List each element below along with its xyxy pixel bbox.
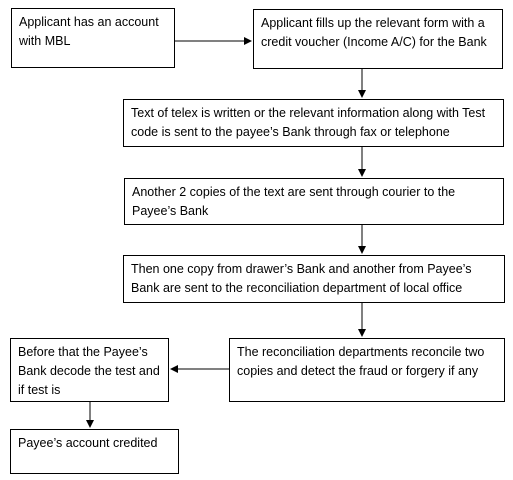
node-telex-text: Text of telex is written or the relevant… bbox=[131, 106, 486, 139]
node-decode-text: Before that the Payee’s Bank decode the … bbox=[18, 345, 160, 397]
node-form-text: Applicant fills up the relevant form wit… bbox=[261, 16, 487, 49]
node-copies-text: Another 2 copies of the text are sent th… bbox=[132, 185, 456, 218]
node-credited-text: Payee’s account credited bbox=[18, 436, 158, 450]
node-decode: Before that the Payee’s Bank decode the … bbox=[10, 338, 169, 402]
node-account: Applicant has an account with MBL bbox=[11, 8, 175, 68]
node-credited: Payee’s account credited bbox=[10, 429, 179, 474]
node-form: Applicant fills up the relevant form wit… bbox=[253, 9, 503, 69]
node-account-text: Applicant has an account with MBL bbox=[19, 15, 159, 48]
node-reconcile-text: The reconciliation departments reconcile… bbox=[237, 345, 485, 378]
node-one-copy-text: Then one copy from drawer’s Bank and ano… bbox=[131, 262, 472, 295]
node-reconcile: The reconciliation departments reconcile… bbox=[229, 338, 505, 402]
node-copies: Another 2 copies of the text are sent th… bbox=[124, 178, 504, 225]
node-telex: Text of telex is written or the relevant… bbox=[123, 99, 504, 147]
node-one-copy: Then one copy from drawer’s Bank and ano… bbox=[123, 255, 505, 303]
